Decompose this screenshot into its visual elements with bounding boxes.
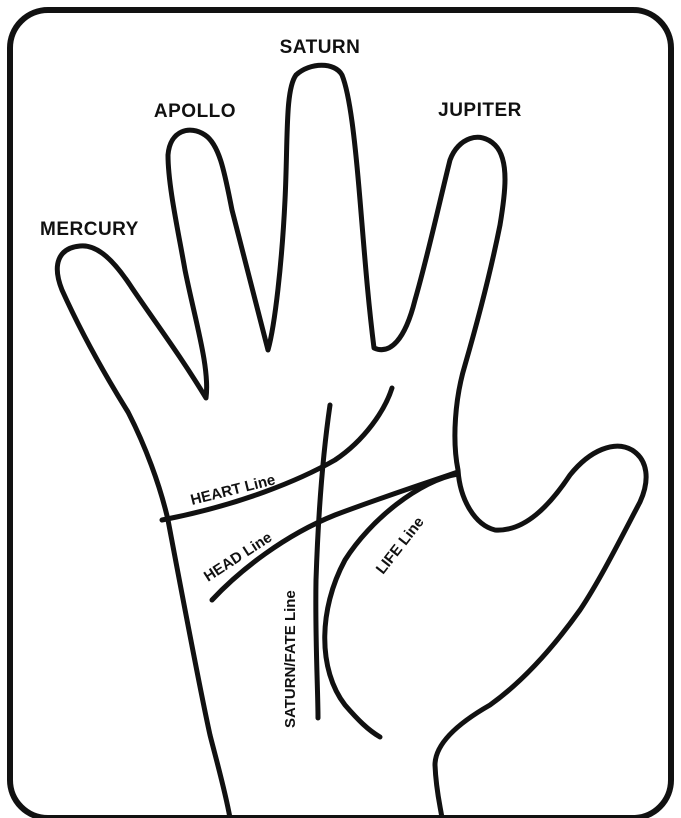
hand-outline (57, 65, 646, 818)
jupiter-label: JUPITER (438, 100, 522, 121)
life-line-label: LIFE Line (373, 514, 428, 578)
apollo-label: APOLLO (154, 101, 236, 122)
fate-line-label: SATURN/FATE Line (282, 590, 299, 728)
saturn-label: SATURN (280, 37, 361, 58)
mercury-label: MERCURY (40, 219, 139, 240)
